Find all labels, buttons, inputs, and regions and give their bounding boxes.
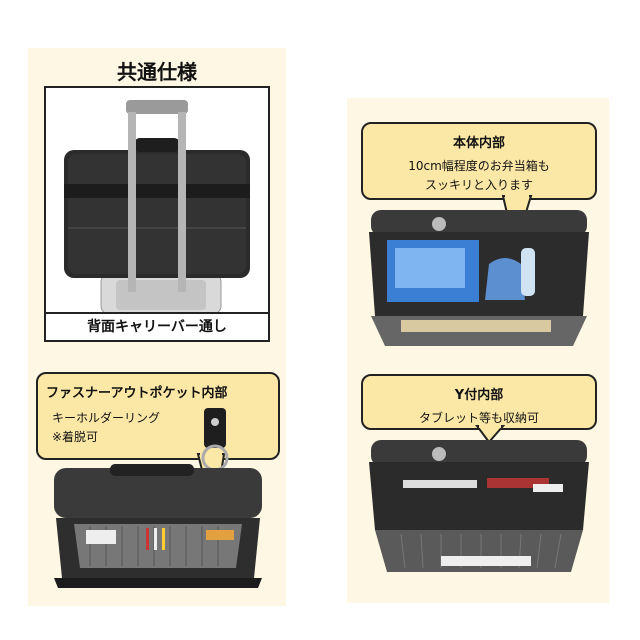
y-interior-title: Y付内部 — [454, 388, 504, 403]
main-body-title: 本体内部 — [452, 136, 505, 151]
zipper-pocket-bubble: ファスナーアウトポケット内部 キーホルダーリング ※着脱可 — [36, 372, 280, 460]
common-spec-panel: 共通仕様 背面キャリーバー通し ファスナーアウトポケット内部 キーホルダーリング… — [28, 48, 286, 606]
zipper-pocket-line1: キーホルダーリング — [52, 411, 161, 425]
main-body-line2: スッキリと入ります — [424, 178, 533, 192]
common-spec-title: 共通仕様 — [117, 60, 197, 84]
interior-panel: 本体内部 10cm幅程度のお弁当箱も スッキリと入ります Y付内部 タブレット等… — [347, 98, 609, 603]
y-interior-photo — [369, 440, 589, 572]
carrier-bag-illustration — [64, 100, 250, 314]
main-body-photo — [369, 210, 589, 346]
zipper-pocket-line2: ※着脱可 — [52, 430, 99, 444]
y-interior-line1: タブレット等も収納可 — [418, 411, 539, 425]
key-ring-icon — [201, 408, 229, 472]
main-body-bubble: 本体内部 10cm幅程度のお弁当箱も スッキリと入ります — [361, 122, 597, 200]
main-body-line1: 10cm幅程度のお弁当箱も — [408, 159, 550, 173]
back-carrier-caption: 背面キャリーバー通し — [46, 312, 268, 340]
y-interior-pointer — [475, 424, 506, 444]
zipper-pocket-title: ファスナーアウトポケット内部 — [46, 386, 228, 401]
open-pocket-photo — [54, 464, 262, 588]
back-carrier-photo: 背面キャリーバー通し — [44, 86, 270, 342]
